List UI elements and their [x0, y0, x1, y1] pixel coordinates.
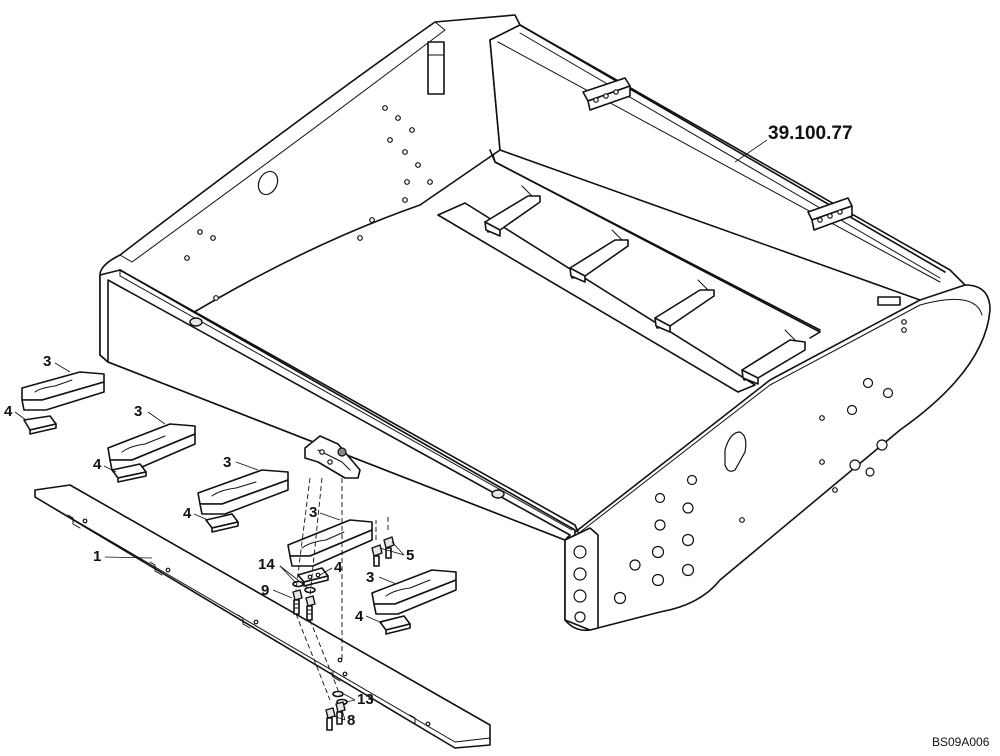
part-3-pad-c — [197, 469, 289, 515]
callout-3-d: 3 — [309, 504, 317, 521]
part-4-shim-e — [379, 615, 411, 635]
rear-bar-bracket-upper — [582, 77, 631, 111]
floor-rail — [489, 149, 821, 339]
rear-top-bar — [519, 24, 946, 273]
part-3-pad-e — [371, 569, 457, 615]
drawing-code: BS09A006 — [932, 735, 990, 749]
left-plate-holes — [184, 105, 433, 301]
rear-wall — [489, 24, 966, 301]
rear-wall-tab — [877, 296, 901, 306]
floor-plate — [437, 202, 756, 393]
part-3-pad-a — [21, 371, 105, 411]
end-hole-1 — [573, 545, 587, 559]
end-hole-3 — [573, 589, 587, 603]
callout-5: 5 — [406, 547, 414, 564]
beam-boss-right — [491, 489, 505, 499]
callout-4-e: 4 — [355, 608, 364, 625]
part-4-shim-b — [111, 463, 147, 483]
cross-member-3 — [654, 279, 715, 333]
callout-3-e: 3 — [366, 569, 374, 586]
part-1-cutting-edge — [34, 484, 491, 749]
callout-4-d: 4 — [334, 559, 343, 576]
callout-14: 14 — [258, 556, 275, 573]
part-4-shim-c — [205, 513, 239, 533]
callout-3-b: 3 — [134, 403, 142, 420]
callout-4-c: 4 — [183, 505, 192, 522]
callout-1: 1 — [93, 548, 101, 565]
callout-13: 13 — [357, 691, 374, 708]
part-4-shim-a — [23, 415, 57, 435]
reference-label: 39.100.77 — [768, 123, 853, 144]
callout-3-c: 3 — [223, 454, 231, 471]
part-5-bolts — [371, 536, 395, 567]
callout-9: 9 — [261, 582, 269, 599]
rear-bar-bracket-lower — [807, 197, 853, 231]
callout-4-b: 4 — [93, 456, 102, 473]
beam-boss-left — [189, 317, 203, 327]
part-9-bolts — [292, 589, 316, 621]
callout-4-a: 4 — [4, 403, 13, 420]
beam-lift-bracket — [304, 435, 361, 479]
callout-numbers: 3 4 3 4 3 4 1 3 14 4 9 5 3 4 13 8 39.100… — [4, 123, 990, 749]
right-plate-holes — [613, 319, 907, 605]
part-3-pad-d — [287, 519, 373, 567]
front-beam-face — [107, 279, 571, 541]
left-plate-tab — [427, 41, 445, 95]
right-plate-slot — [724, 431, 747, 472]
part-8-bolts — [325, 701, 346, 731]
frame-assembly — [99, 14, 991, 632]
callout-8: 8 — [347, 712, 355, 729]
cross-member-2 — [569, 229, 629, 283]
cross-member-4 — [741, 329, 806, 385]
leader-lines — [14, 139, 768, 721]
part-3-pad-b — [107, 423, 196, 471]
callout-3-a: 3 — [43, 353, 51, 370]
end-hole-4 — [574, 611, 586, 623]
right-side-plate — [564, 284, 991, 632]
cross-member-1 — [484, 185, 541, 237]
assembly-lines — [295, 477, 389, 701]
end-hole-2 — [573, 567, 587, 581]
